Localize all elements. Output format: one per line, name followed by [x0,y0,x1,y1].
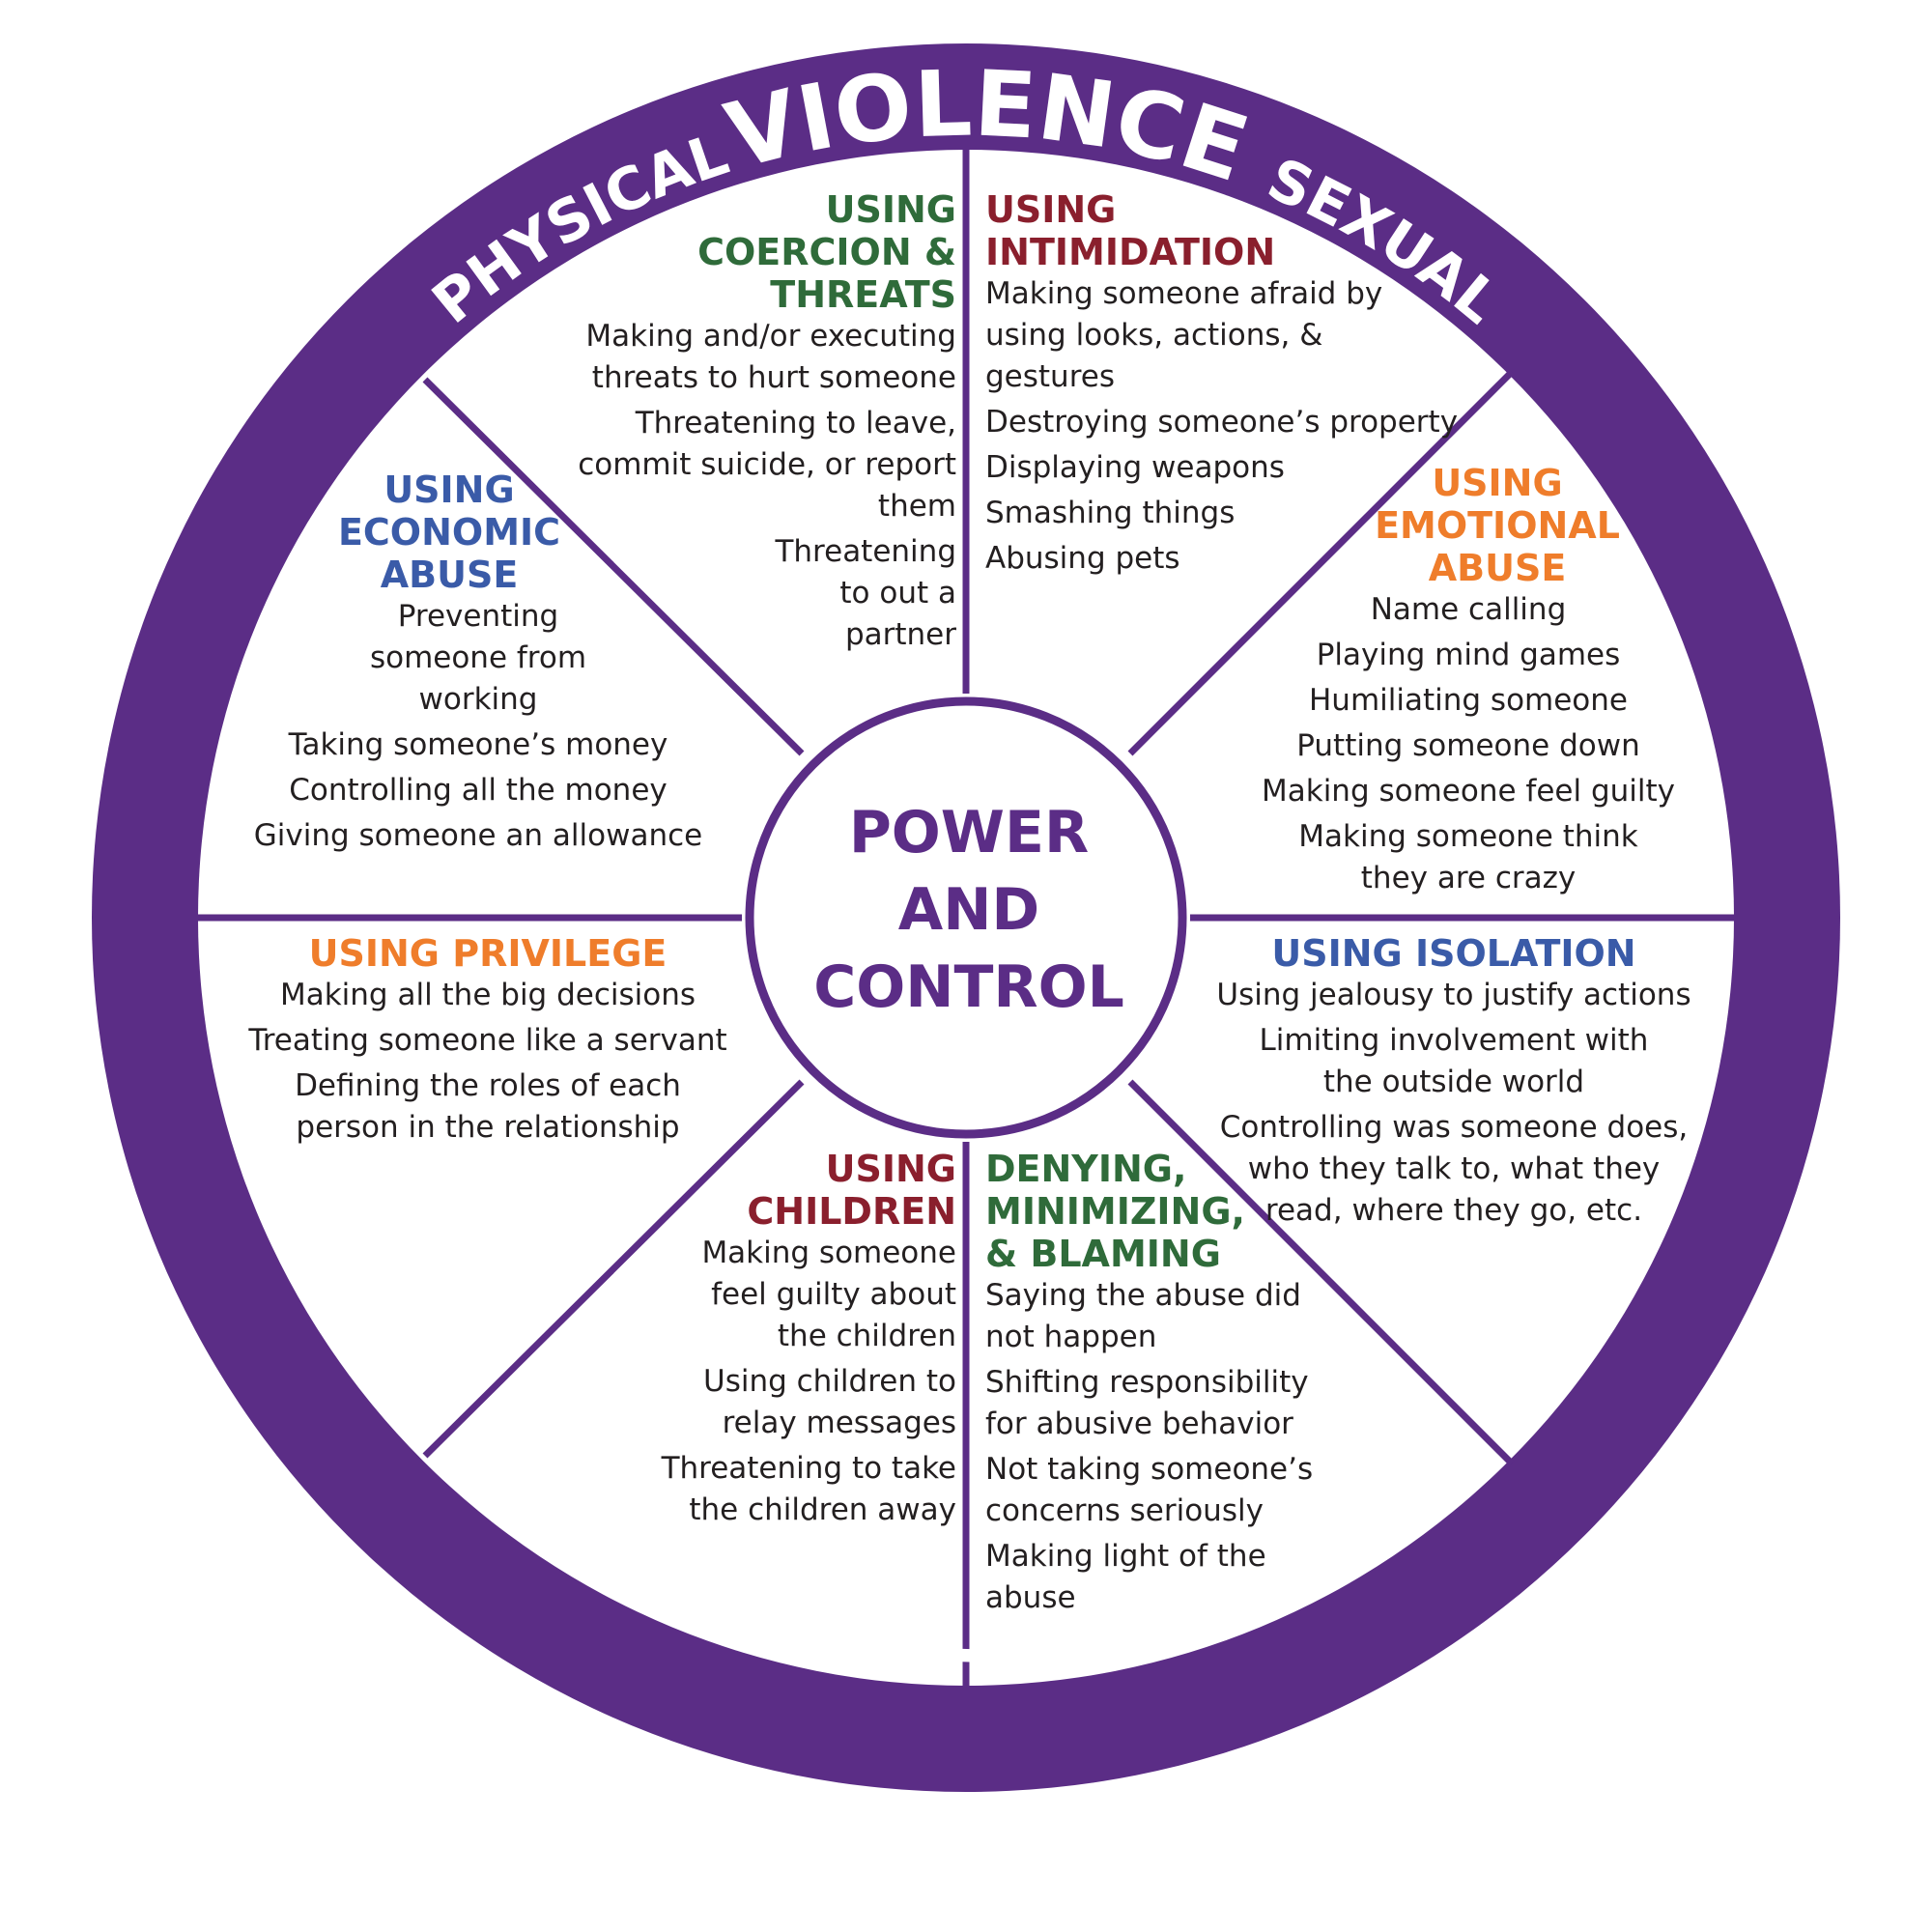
section-privilege-item-2: Treating someone like a servant [248,1023,727,1058]
section-economic: USING ECONOMIC ABUSE Preventing someone … [242,469,715,861]
section-emotional-item-1: Name calling [1370,592,1567,627]
spoke-top-left [422,377,805,756]
section-denying-item-4: Making light of the abuse [985,1539,1266,1615]
section-coercion-heading-1: USING [825,188,956,231]
section-children-heading-2: CHILDREN [747,1190,956,1233]
section-economic-item-2: Taking someone’s money [288,727,668,762]
section-privilege-item-3: Defining the roles of each person in the… [295,1068,681,1145]
section-children-item-2: Using children to relay messages [703,1364,956,1440]
section-economic-heading-1: USING [384,469,515,511]
spoke-top-right [1127,369,1515,756]
section-emotional-heading-2: EMOTIONAL [1375,504,1620,547]
section-intimidation-item-4: Smashing things [985,496,1236,530]
section-coercion-item-1: Making and/or executing threats to hurt … [585,319,956,395]
section-emotional-item-4: Putting someone down [1296,728,1640,763]
hub-circle [745,696,1187,1139]
section-isolation-item-2: Limiting involvement with the outside wo… [1259,1023,1649,1099]
section-intimidation-item-3: Displaying weapons [985,450,1285,485]
section-intimidation-item-2: Destroying someone’s property [985,405,1459,440]
section-intimidation-heading-1: USING [985,188,1117,231]
section-children: USING CHILDREN Making someone feel guilt… [589,1148,956,1535]
section-economic-heading-2: ECONOMIC [337,511,561,554]
section-denying-item-2: Shifting responsibility for abusive beha… [985,1365,1309,1441]
section-economic-item-1: Preventing someone from working [369,599,587,717]
section-denying-heading-1: DENYING, [985,1148,1187,1190]
section-economic-item-3: Controlling all the money [289,773,668,808]
section-emotional-heading-3: ABUSE [1428,547,1567,589]
section-intimidation-item-5: Abusing pets [985,541,1180,576]
section-coercion: USING COERCION & THREATS Making and/or e… [502,188,956,660]
section-denying: DENYING, MINIMIZING, & BLAMING Saying th… [985,1148,1439,1623]
section-isolation-heading-1: USING ISOLATION [1271,932,1636,975]
section-privilege-heading-1: USING PRIVILEGE [308,932,668,975]
spoke-bottom-right [1127,1079,1515,1466]
section-isolation-item-1: Using jealousy to justify actions [1216,978,1691,1012]
section-coercion-item-2: Threatening to leave, commit suicide, or… [578,406,956,524]
section-isolation: USING ISOLATION Using jealousy to justif… [1212,932,1695,1236]
section-emotional-item-2: Playing mind games [1316,638,1621,672]
section-emotional: USING EMOTIONAL ABUSE Name calling Playi… [1246,462,1690,903]
section-privilege: USING PRIVILEGE Making all the big decis… [227,932,749,1152]
section-children-item-3: Threatening to take the children away [661,1451,956,1527]
section-coercion-heading-3: THREATS [770,273,956,316]
section-denying-item-1: Saying the abuse did not happen [985,1278,1301,1354]
section-intimidation-heading-2: INTIMIDATION [985,231,1276,273]
section-economic-item-4: Giving someone an allowance [253,818,703,853]
hub-line-3: CONTROL [813,953,1124,1021]
spoke-bottom-left [422,1079,805,1459]
hub-line-2: AND [898,876,1039,944]
section-emotional-heading-1: USING [1432,462,1563,504]
section-children-item-1: Making someone feel guilty about the chi… [701,1236,956,1353]
section-denying-item-3: Not taking someone’s concerns seriously [985,1452,1314,1528]
section-intimidation-item-1: Making someone afraid by using looks, ac… [985,276,1383,394]
section-privilege-item-1: Making all the big decisions [279,978,696,1012]
section-emotional-item-5: Making someone feel guilty [1262,774,1675,809]
section-children-heading-1: USING [825,1148,956,1190]
section-isolation-item-3: Controlling was someone does, who they t… [1219,1110,1689,1228]
section-emotional-item-3: Humiliating someone [1308,683,1628,718]
section-intimidation: USING INTIMIDATION Making someone afraid… [985,188,1488,583]
section-coercion-item-3: Threatening to out a partner [775,534,956,652]
section-coercion-heading-2: COERCION & [697,231,956,273]
section-emotional-item-6: Making someone think they are crazy [1298,819,1638,895]
section-denying-heading-2: MINIMIZING, [985,1190,1245,1233]
spokes [198,150,1734,1686]
section-denying-heading-3: & BLAMING [985,1233,1221,1275]
section-economic-heading-3: ABUSE [380,554,519,596]
hub-line-1: POWER [849,799,1089,867]
